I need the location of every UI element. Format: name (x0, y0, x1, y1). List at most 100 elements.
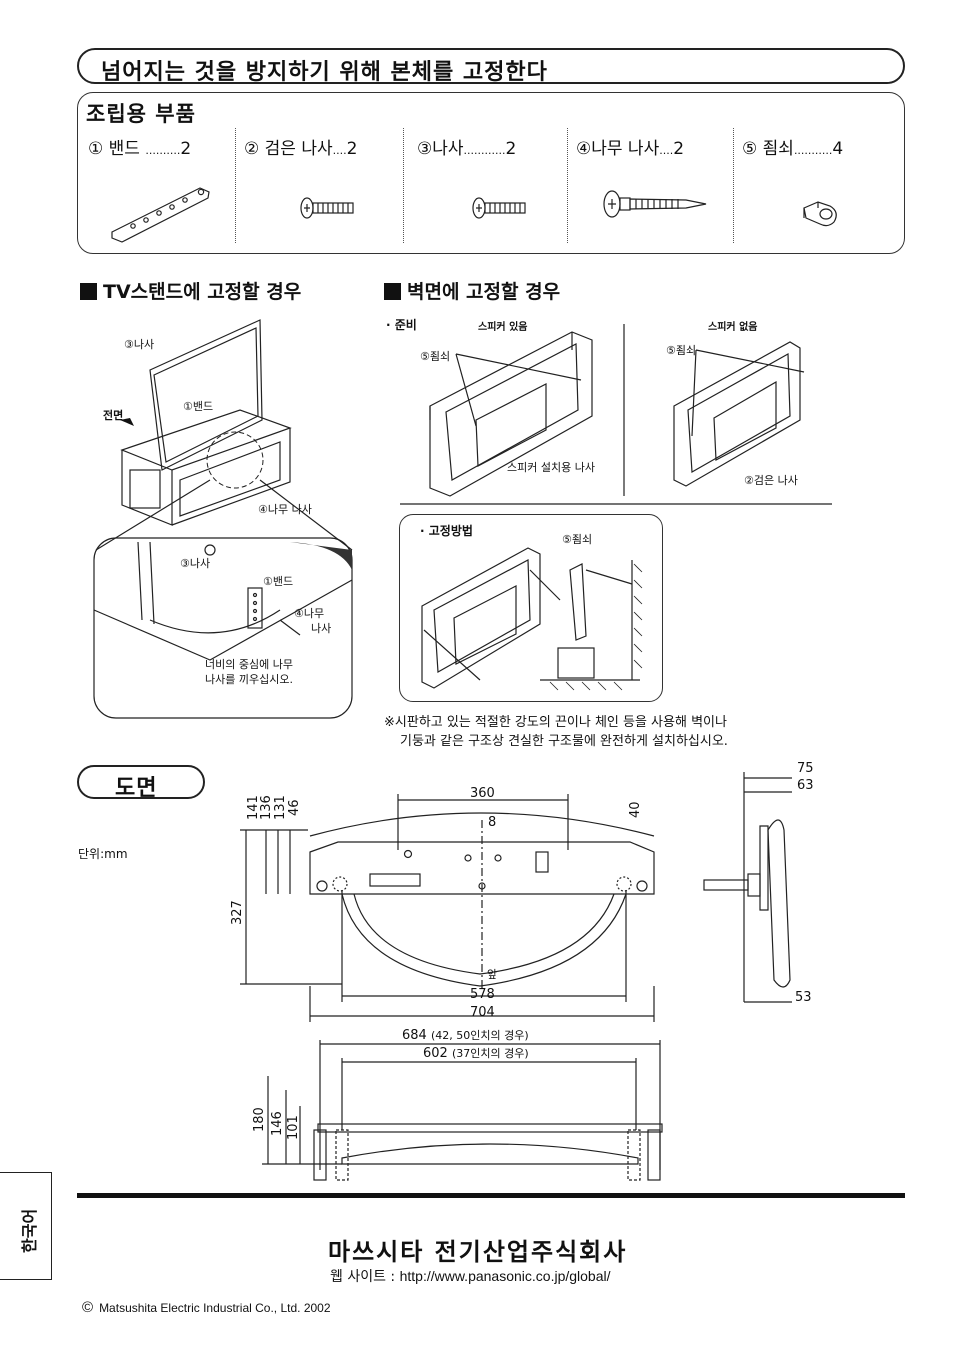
detail-wood-label-2: 나사 (311, 622, 332, 635)
header-banner: 넘어지는 것을 방지하기 위해 본체를 고정한다 (77, 48, 905, 85)
part-name: 검은 나사 (264, 139, 333, 159)
dim-146: 146 (270, 1111, 285, 1136)
part-name: 죔쇠 (762, 139, 794, 159)
copyright-line: ©Matsushita Electric Industrial Co., Ltd… (82, 1299, 331, 1316)
dim-684-value: 684 (402, 1028, 427, 1043)
dim-front-label: 앞 (487, 968, 498, 981)
side-view-drawing (703, 772, 792, 1003)
dim-327: 327 (230, 900, 245, 925)
company-name: 마쓰시타 전기산업주식회사 (328, 1238, 628, 1266)
part-dots: .......... (145, 144, 181, 157)
clamp-label-1: ⑤죔쇠 (420, 350, 451, 363)
square-bullet-icon (80, 283, 97, 300)
part-divider (403, 128, 404, 243)
part-name: 밴드 (108, 139, 140, 159)
dim-360: 360 (470, 786, 495, 801)
part-number: ③ (417, 139, 433, 159)
part-item-band: ① 밴드 ..........2 (88, 134, 191, 159)
part-qty: 2 (346, 139, 358, 159)
part-number: ⑤ (742, 139, 758, 159)
dim-40: 40 (628, 801, 643, 818)
part-divider (733, 128, 734, 243)
tv-stand-heading: TV스탠드에 고정할 경우 (80, 277, 301, 304)
part-qty: 2 (180, 139, 192, 159)
copyright-icon: © (82, 1299, 94, 1316)
tv-wood-screw-label: ④나무 나사 (258, 503, 312, 516)
wall-heading: 벽면에 고정할 경우 (384, 277, 560, 304)
wood-screw-icon (603, 190, 707, 218)
tv-stand-illustration (93, 319, 353, 719)
tv-screw-label: ③나사 (124, 338, 155, 351)
part-divider (567, 128, 568, 243)
detail-screw-label: ③나사 (180, 557, 211, 570)
unit-label: 단위:mm (78, 847, 128, 861)
part-dots: ............ (463, 144, 506, 157)
clamp-label-2: ⑤죔쇠 (666, 344, 697, 357)
part-name: 나무 나사 (591, 139, 660, 159)
without-speaker-label: 스피커 없음 (708, 322, 758, 333)
part-qty: 2 (505, 139, 517, 159)
dim-53: 53 (795, 990, 812, 1005)
speaker-screw-label: 스피커 설치용 나사 (507, 461, 595, 474)
dim-75: 75 (797, 761, 814, 776)
part-dots: ........... (793, 144, 833, 157)
front-view-drawing (240, 794, 655, 1022)
detail-note-1: 너비의 중심에 나무 (205, 658, 293, 671)
language-tab: 한국어 (0, 1172, 52, 1280)
screw-icon (472, 197, 526, 219)
part-item-wood-screw: ④나무 나사....2 (576, 134, 684, 159)
dim-131: 131 (273, 795, 288, 820)
dim-46: 46 (287, 799, 302, 816)
with-speaker-label: 스피커 있음 (478, 322, 528, 333)
detail-wood-label-1: ④나무 (294, 607, 325, 620)
method-box (399, 514, 663, 702)
dim-602-value: 602 (423, 1046, 448, 1061)
part-number: ④ (576, 139, 592, 159)
dim-101: 101 (286, 1115, 301, 1140)
dim-684-note: (42, 50인치의 경우) (430, 1029, 529, 1042)
dim-602: 602 (37인치의 경우) (423, 1045, 529, 1061)
part-qty: 2 (673, 139, 685, 159)
part-item-screw: ③나사............2 (417, 134, 516, 159)
wall-note-line-1: ※시판하고 있는 적절한 강도의 끈이나 체인 등을 사용해 벽이나 (384, 715, 727, 730)
parts-title: 조립용 부품 (86, 102, 196, 126)
page-title: 넘어지는 것을 방지하기 위해 본체를 고정한다 (101, 60, 548, 85)
website-url[interactable]: http://www.panasonic.co.jp/global/ (399, 1268, 611, 1284)
dim-602-note: (37인치의 경우) (451, 1047, 529, 1060)
part-item-black-screw: ② 검은 나사....2 (244, 134, 357, 159)
language-tab-label: 한국어 (20, 1208, 39, 1253)
black-screw-icon (300, 197, 354, 219)
dim-578: 578 (470, 987, 495, 1002)
detail-band-label: ①밴드 (263, 575, 294, 588)
drawing-title-pill: 도면 (77, 765, 205, 801)
square-bullet-icon (384, 283, 401, 300)
dim-8: 8 (488, 815, 497, 830)
part-number: ① (88, 139, 104, 159)
band-icon (111, 187, 210, 243)
website-line: 웹 사이트 : http://www.panasonic.co.jp/globa… (330, 1266, 611, 1286)
method-label: · 고정방법 (420, 524, 473, 538)
part-dots: .... (659, 144, 674, 157)
tv-front-label: 전면 (103, 409, 124, 422)
part-qty: 4 (832, 139, 844, 159)
footer-rule (77, 1193, 905, 1198)
website-label: 웹 사이트 : (330, 1269, 396, 1285)
clamp-icon (803, 201, 837, 227)
part-name: 나사 (432, 139, 464, 159)
detail-note-2: 나사를 끼우십시오. (205, 673, 293, 686)
dim-136: 136 (259, 795, 274, 820)
dim-63: 63 (797, 778, 814, 793)
bottom-view-drawing (262, 1040, 663, 1181)
parts-box (77, 92, 905, 254)
wall-prep-label: · 준비 (386, 318, 417, 332)
part-number: ② (244, 139, 260, 159)
tv-stand-heading-text: TV스탠드에 고정할 경우 (103, 281, 302, 303)
part-dots: .... (332, 144, 347, 157)
wall-method-illustration (421, 547, 643, 691)
dim-180: 180 (252, 1107, 267, 1132)
wall-prep-illustration (400, 324, 832, 505)
dim-704: 704 (470, 1005, 495, 1020)
tv-band-label: ①밴드 (183, 400, 214, 413)
wall-note-line-2: 기둥과 같은 구조상 견실한 구조물에 완전하게 설치하십시오. (400, 734, 728, 749)
black-screw-label: ②검은 나사 (744, 474, 798, 487)
